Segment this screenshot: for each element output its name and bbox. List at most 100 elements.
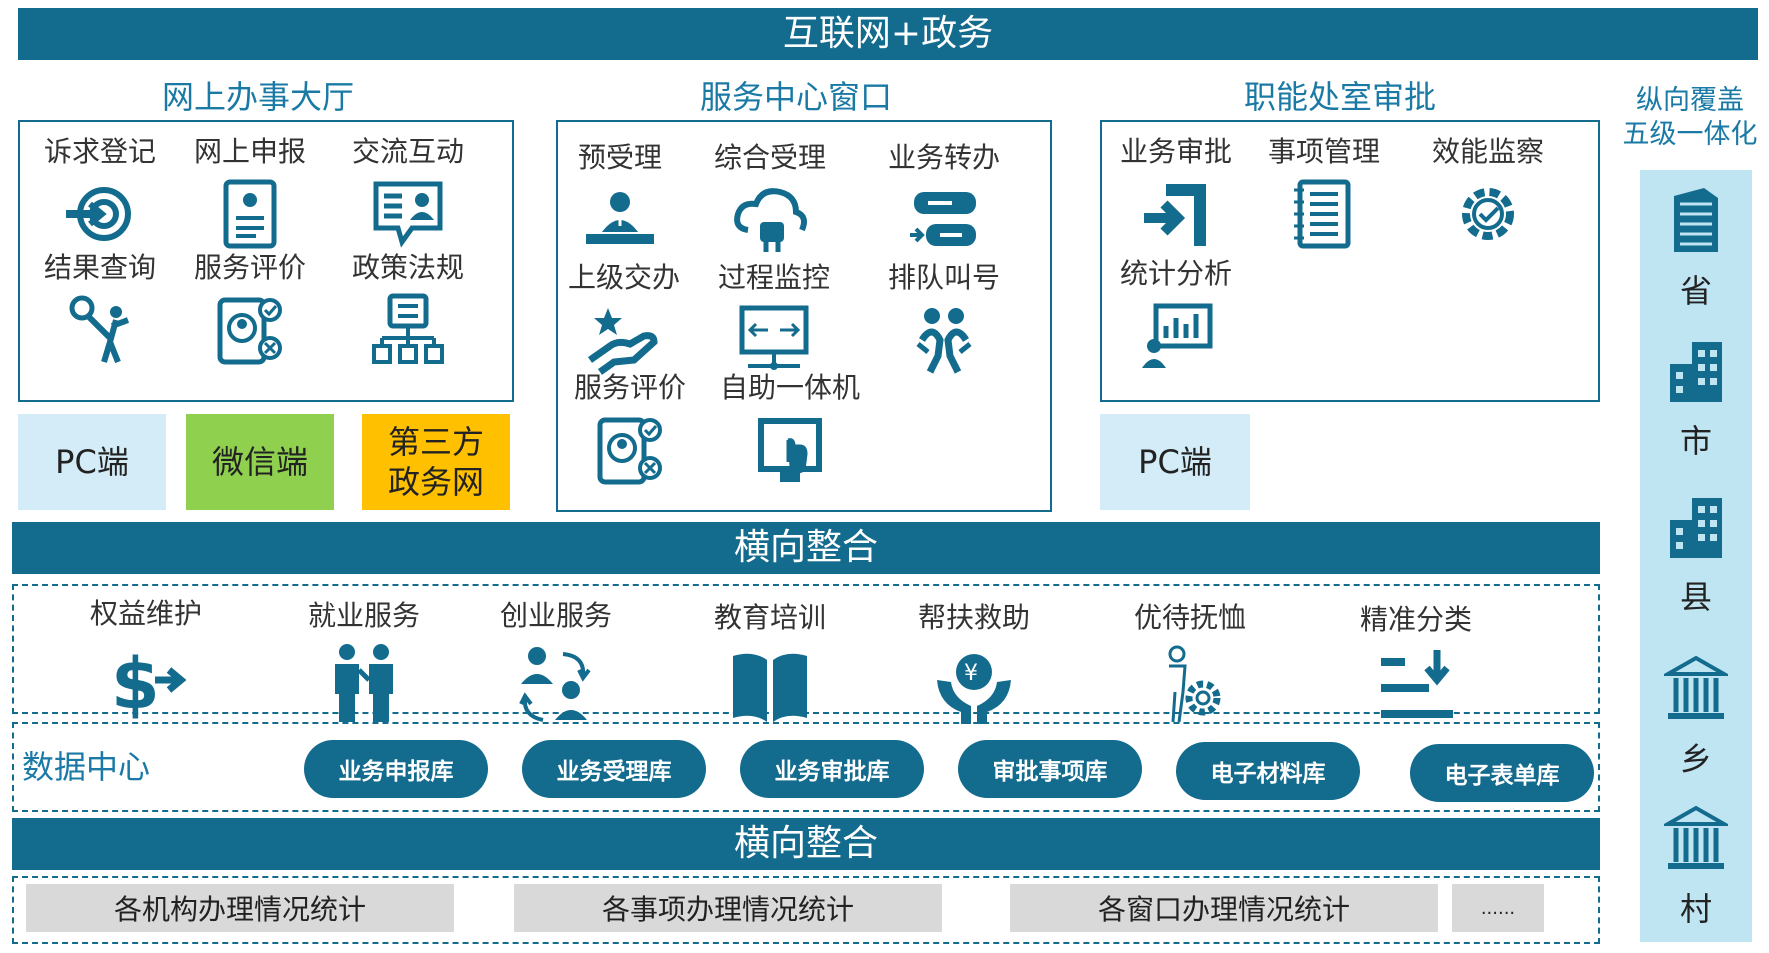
level-label: 市 (1679, 422, 1712, 460)
database-pill[interactable]: 电子表单库 (1410, 744, 1594, 802)
level-label: 村 (1679, 890, 1712, 928)
item-label: 政策法规 (351, 251, 464, 284)
channel-wechat-tile[interactable]: 微信端 (186, 414, 334, 510)
database-pill[interactable]: 审批事项库 (958, 740, 1142, 798)
service-label: 优待抚恤 (1133, 601, 1246, 634)
item-label: 综合受理 (713, 141, 826, 174)
item-label: 结果查询 (43, 251, 156, 284)
service-center-item[interactable]: 业务转办 (874, 136, 1014, 260)
service-item[interactable]: 精准分类 (1336, 598, 1496, 734)
data-center-row: 数据中心 业务申报库 业务受理库 业务审批库 审批事项库 电子材料库 电子表单库 (12, 722, 1600, 812)
notebook-list-icon (1284, 174, 1364, 254)
services-row: 权益维护 $ 就业服务 创业服务 教育培训 帮扶救助 ¥ 优待抚恤 精准分类 (12, 584, 1600, 725)
statistics-tile[interactable]: 各事项办理情况统计 (514, 884, 942, 932)
service-label: 精准分类 (1359, 603, 1472, 636)
database-pill[interactable]: 业务审批库 (740, 740, 924, 798)
skyscraper-icon (1674, 188, 1718, 252)
service-item[interactable]: 创业服务 (476, 594, 636, 730)
horizontal-integration-bar-upper: 横向整合 (12, 522, 1600, 574)
approval-office-item[interactable]: 业务审批 (1106, 130, 1246, 254)
channel-pc-tile[interactable]: PC端 (18, 414, 166, 510)
document-form-icon (210, 174, 290, 254)
service-center-item[interactable]: 过程监控 (704, 256, 844, 380)
statistics-tile[interactable]: 各机构办理情况统计 (26, 884, 454, 932)
database-pill[interactable]: 业务申报库 (304, 740, 488, 798)
svg-text:$: $ (111, 643, 160, 724)
service-center-item[interactable]: 排队叫号 (874, 256, 1014, 380)
item-label: 预受理 (577, 141, 662, 174)
item-label: 服务评价 (573, 371, 686, 404)
server-transfer-icon (904, 180, 984, 260)
service-item[interactable]: 帮扶救助 ¥ (894, 596, 1054, 732)
service-center-item[interactable]: 预受理 (550, 136, 690, 260)
service-item[interactable]: 就业服务 (284, 594, 444, 730)
item-label: 网上申报 (193, 135, 306, 168)
online-hall-item[interactable]: 诉求登记 (30, 130, 170, 254)
vertical-levels-column: 省 市 县 乡 村 (1640, 170, 1752, 942)
online-hall-item[interactable]: 服务评价 (180, 246, 320, 370)
service-item[interactable]: 权益维护 $ (66, 592, 226, 728)
svg-text:¥: ¥ (964, 661, 978, 686)
service-item[interactable]: 教育培训 (690, 596, 850, 732)
item-label: 诉求登记 (43, 135, 156, 168)
top-header-bar: 互联网+政务 (18, 8, 1758, 60)
target-arrow-icon (60, 174, 140, 254)
government-building-icon (1660, 655, 1732, 719)
service-center-panel: 预受理 综合受理 业务转办 上级交办 过程监控 排队叫号 服务评价 (556, 120, 1052, 512)
touch-kiosk-icon (750, 410, 830, 490)
approval-office-item[interactable]: 统计分析 (1106, 252, 1246, 376)
office-building-icon (1670, 498, 1722, 558)
approval-channel-pc-tile[interactable]: PC端 (1100, 414, 1250, 510)
statistics-row (12, 876, 1600, 944)
service-label: 帮扶救助 (917, 601, 1030, 634)
hands-yuan-icon: ¥ (937, 654, 1011, 724)
online-hall-item[interactable]: 政策法规 (338, 246, 478, 370)
online-hall-item[interactable]: 交流互动 (338, 130, 478, 254)
approval-office-item[interactable]: 事项管理 (1254, 130, 1394, 254)
service-label: 教育培训 (713, 601, 826, 634)
person-key-icon (60, 290, 140, 370)
two-people-icon (335, 644, 393, 722)
vertical-coverage-title: 纵向覆盖 五级一体化 (1612, 84, 1768, 152)
service-label: 权益维护 (89, 597, 202, 630)
horizontal-integration-label: 横向整合 (733, 527, 878, 568)
item-label: 事项管理 (1267, 135, 1380, 168)
level-label: 省 (1679, 272, 1712, 310)
online-hall-item[interactable]: 网上申报 (180, 130, 320, 254)
channel-third-party-tile[interactable]: 第三方政务网 (362, 414, 510, 510)
gear-check-icon (1448, 174, 1528, 254)
top-header-title: 互联网+政务 (782, 13, 994, 54)
service-center-item[interactable]: 服务评价 (560, 366, 700, 490)
level-item[interactable]: 乡 (1640, 652, 1752, 780)
item-label: 上级交办 (567, 261, 680, 294)
item-label: 业务审批 (1119, 135, 1232, 168)
level-item[interactable]: 县 (1640, 490, 1752, 618)
item-label: 服务评价 (193, 251, 306, 284)
enter-door-icon (1136, 174, 1216, 254)
government-building-icon (1660, 805, 1732, 869)
service-center-item[interactable]: 上级交办 (554, 256, 694, 380)
horizontal-integration-bar-lower: 横向整合 (12, 818, 1600, 870)
network-tree-icon (368, 290, 448, 370)
queue-people-icon (904, 300, 984, 380)
service-center-item[interactable]: 综合受理 (700, 136, 840, 260)
cloud-plug-icon (730, 180, 810, 260)
person-gear-icon (1168, 645, 1221, 723)
level-item[interactable]: 省 (1640, 184, 1752, 312)
statistics-more-tile[interactable]: ...... (1452, 884, 1544, 932)
service-center-item[interactable]: 自助一体机 (720, 366, 860, 490)
dollar-arrow-icon: $ (111, 643, 187, 725)
level-label: 县 (1679, 578, 1712, 616)
approval-office-item[interactable]: 效能监察 (1418, 130, 1558, 254)
vertical-title-line2: 五级一体化 (1622, 119, 1758, 150)
office-building-icon (1670, 342, 1722, 402)
level-item[interactable]: 市 (1640, 334, 1752, 462)
item-label: 交流互动 (351, 135, 464, 168)
online-hall-panel: 诉求登记 网上申报 交流互动 结果查询 服务评价 政策法规 (18, 120, 514, 402)
service-item[interactable]: 优待抚恤 (1110, 596, 1270, 732)
database-pill[interactable]: 电子材料库 (1176, 742, 1360, 800)
online-hall-item[interactable]: 结果查询 (30, 246, 170, 370)
level-item[interactable]: 村 (1640, 802, 1752, 930)
database-pill[interactable]: 业务受理库 (522, 740, 706, 798)
statistics-tile[interactable]: 各窗口办理情况统计 (1010, 884, 1438, 932)
